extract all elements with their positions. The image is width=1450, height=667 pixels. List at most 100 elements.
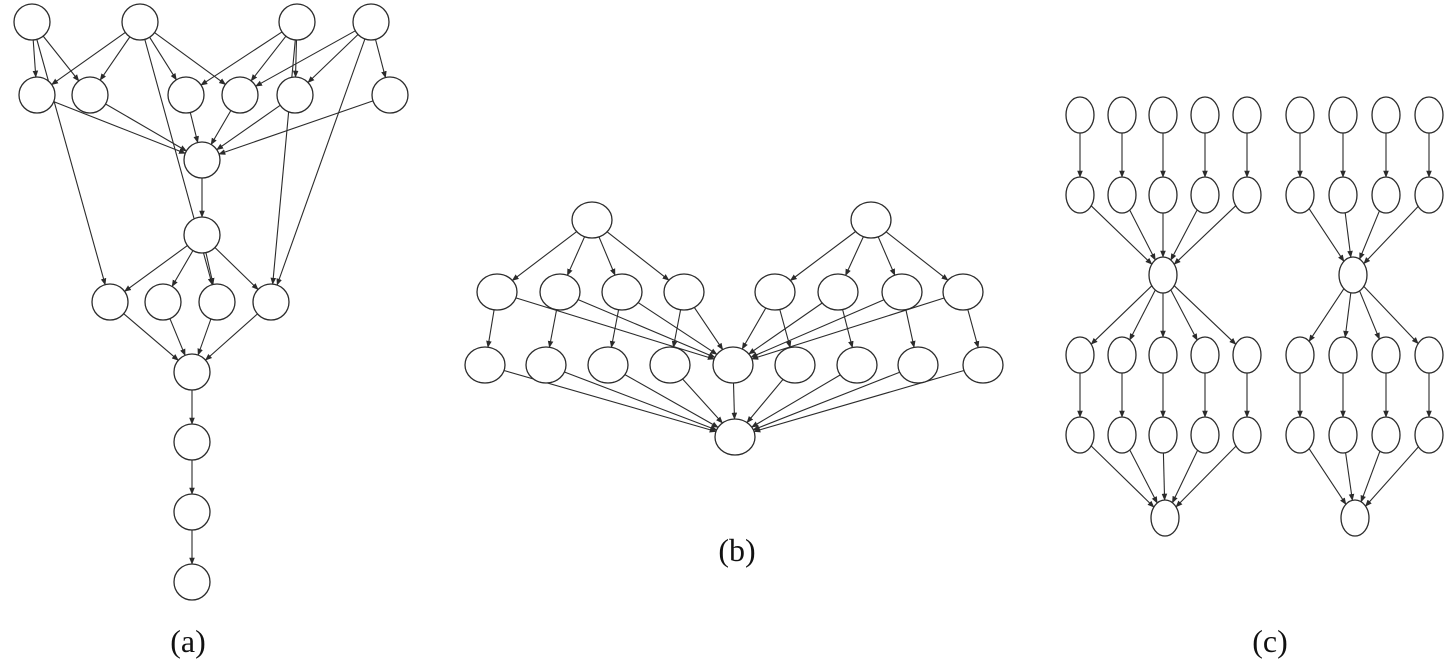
edge-c-9-10 (1173, 205, 1237, 265)
edge-c-20-21 (1175, 445, 1237, 508)
caption-a: (a) (170, 623, 206, 659)
edge-c-5-10 (1090, 205, 1153, 265)
node-c-32 (1328, 336, 1358, 374)
node-c-35 (1285, 416, 1315, 454)
edge-a-5-10 (105, 103, 188, 152)
edge-b-5-13 (671, 309, 682, 348)
edge-a-2-7 (250, 35, 287, 82)
node-a-3 (352, 3, 390, 41)
node-c-0 (1065, 96, 1095, 134)
edge-c-10-15 (1173, 285, 1237, 345)
node-c-21 (1150, 499, 1180, 537)
node-b-19 (714, 418, 756, 456)
edge-a-15-16 (204, 313, 258, 361)
edge-b-0-4 (598, 236, 616, 276)
graph-a (13, 3, 409, 601)
edge-b-12-19 (624, 374, 719, 428)
edge-c-30-32 (1343, 292, 1352, 338)
edge-a-9-10 (218, 100, 374, 155)
edge-c-36-39 (1345, 452, 1355, 501)
node-b-17 (897, 346, 939, 384)
node-a-1 (121, 3, 159, 41)
edge-b-17-19 (752, 371, 900, 431)
edge-b-7-14 (748, 302, 823, 355)
node-c-37 (1371, 416, 1401, 454)
node-b-8 (881, 273, 923, 311)
node-a-17 (173, 423, 211, 461)
node-c-20 (1232, 416, 1262, 454)
edge-c-17-21 (1129, 449, 1158, 504)
node-c-1 (1107, 96, 1137, 134)
node-b-5 (663, 273, 705, 311)
edge-a-1-5 (99, 36, 131, 81)
node-c-26 (1285, 176, 1315, 214)
edge-c-29-30 (1363, 206, 1419, 265)
node-c-33 (1371, 336, 1401, 374)
edge-a-1-6 (149, 36, 177, 81)
node-b-10 (464, 346, 506, 384)
edge-a-2-15 (270, 39, 296, 285)
node-a-7 (221, 76, 259, 114)
node-a-12 (91, 283, 129, 321)
edge-b-1-6 (789, 231, 856, 281)
edge-a-0-5 (42, 35, 80, 82)
node-b-14 (712, 346, 754, 384)
edge-c-16-21 (1090, 445, 1155, 508)
edge-a-14-16 (197, 318, 212, 356)
edge-b-11-19 (564, 371, 718, 431)
edge-c-28-30 (1359, 210, 1380, 260)
edge-a-6-10 (189, 112, 199, 144)
edge-b-16-19 (751, 374, 841, 428)
edge-c-27-30 (1344, 212, 1353, 258)
edge-c-10-12 (1129, 289, 1156, 341)
edge-a-7-10 (210, 110, 232, 146)
edge-c-10-14 (1170, 289, 1198, 341)
edge-a-1-4 (51, 31, 126, 86)
node-c-8 (1190, 176, 1220, 214)
edge-b-0-5 (606, 231, 670, 281)
node-c-3 (1190, 96, 1220, 134)
edge-b-6-14 (741, 307, 767, 350)
edge-a-11-15 (214, 247, 259, 290)
node-c-9 (1232, 176, 1262, 214)
edge-b-8-17 (905, 309, 916, 348)
edge-b-15-19 (746, 379, 784, 424)
node-b-2 (476, 273, 518, 311)
node-c-28 (1371, 176, 1401, 214)
node-c-14 (1190, 336, 1220, 374)
edge-a-3-8 (307, 34, 359, 83)
node-c-30 (1338, 256, 1368, 294)
edge-b-3-14 (577, 299, 716, 358)
node-c-23 (1328, 96, 1358, 134)
caption-b: (b) (718, 532, 755, 568)
edge-a-3-7 (255, 30, 356, 87)
node-a-15 (252, 283, 290, 321)
node-c-15 (1232, 336, 1262, 374)
node-c-16 (1065, 416, 1095, 454)
edge-c-6-10 (1129, 209, 1156, 261)
node-c-12 (1107, 336, 1137, 374)
node-a-4 (18, 76, 56, 114)
node-c-17 (1107, 416, 1137, 454)
node-c-18 (1148, 416, 1178, 454)
node-c-22 (1285, 96, 1315, 134)
node-a-5 (71, 76, 109, 114)
node-c-34 (1414, 336, 1444, 374)
node-c-11 (1065, 336, 1095, 374)
node-c-31 (1285, 336, 1315, 374)
edge-a-3-9 (374, 39, 387, 79)
edge-b-8-14 (750, 299, 885, 358)
edge-c-10-11 (1090, 285, 1153, 345)
edge-b-1-8 (877, 236, 896, 276)
edge-a-11-13 (171, 250, 194, 288)
edge-a-1-7 (154, 32, 227, 85)
node-a-2 (278, 3, 316, 41)
edge-b-0-3 (566, 236, 586, 276)
edge-b-2-10 (486, 309, 495, 348)
node-c-5 (1065, 176, 1095, 214)
edge-a-4-10 (53, 101, 186, 154)
node-c-24 (1371, 96, 1401, 134)
edge-a-2-6 (200, 31, 283, 86)
node-b-16 (836, 346, 878, 384)
edge-b-1-7 (845, 236, 864, 277)
